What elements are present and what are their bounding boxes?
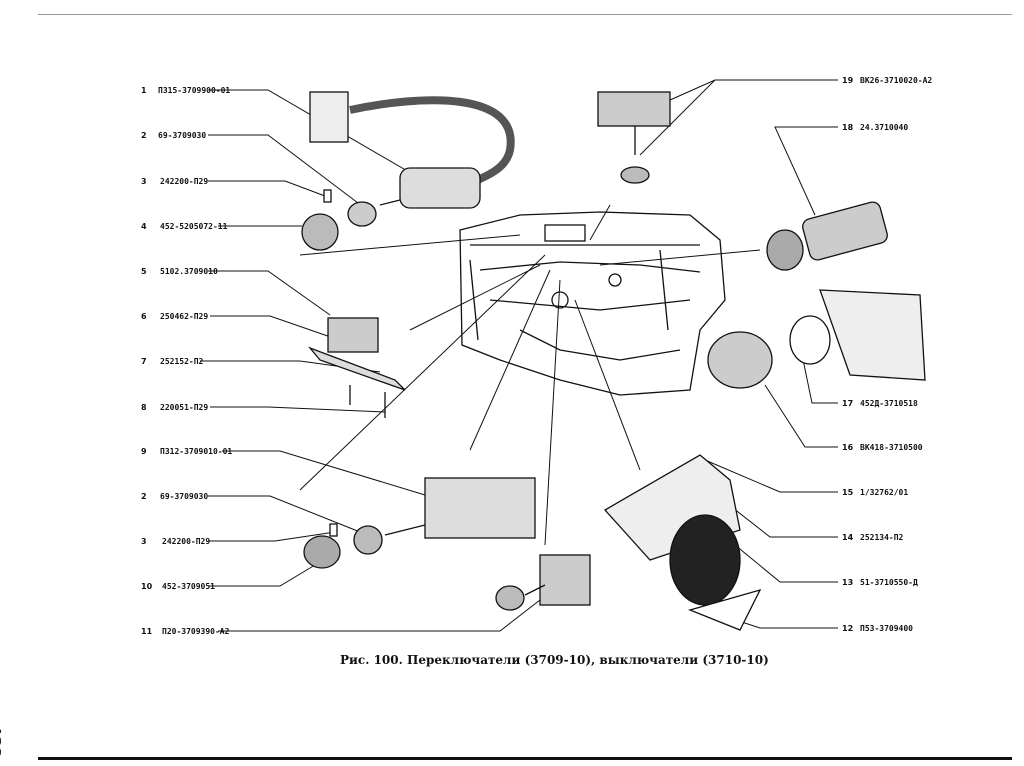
part-bracket-switch — [307, 317, 406, 418]
leader-line — [222, 450, 426, 496]
callout-number: 2 — [141, 131, 147, 140]
leader-line — [639, 79, 716, 156]
callout-number: 5 — [141, 267, 147, 276]
leader-line — [774, 126, 838, 216]
callout-number: 19 — [842, 76, 854, 85]
callout-number: 6 — [141, 312, 147, 321]
part-code: 220051-П29 — [160, 403, 209, 412]
leader-lines — [200, 79, 838, 632]
part-code: ВК26-3710020-А2 — [860, 76, 933, 85]
leader-line — [208, 180, 326, 197]
part-rotary-switch — [597, 91, 671, 184]
part-code: 452Д-3710518 — [860, 399, 918, 408]
callout-number: 7 — [141, 357, 147, 366]
part-code: 452-3709051 — [162, 582, 215, 591]
part-code: 242200-П29 — [160, 177, 209, 186]
leader-line — [210, 406, 386, 413]
part-code: ВК418-3710500 — [860, 443, 923, 452]
part-code: 69-3709030 — [158, 131, 207, 140]
part-lower-knob-switch — [303, 477, 536, 569]
part-code: 1/32762/01 — [860, 488, 909, 497]
part-code: 24.3710040 — [860, 123, 909, 132]
callout-number: 4 — [141, 222, 147, 231]
part-code: 69-3709030 — [160, 492, 209, 501]
part-socket — [766, 201, 888, 271]
leader-line — [799, 344, 838, 404]
part-switch-with-cable — [309, 91, 515, 209]
part-code: 242200-П29 — [162, 537, 211, 546]
part-knobs-upper — [301, 189, 377, 251]
callout-number: 3 — [141, 537, 147, 546]
leader-line — [208, 531, 336, 542]
leader-line — [218, 599, 541, 632]
callout-number: 16 — [842, 443, 854, 452]
leader-line — [764, 384, 838, 448]
callout-number: 8 — [141, 403, 147, 412]
leader-line — [704, 459, 838, 493]
callout-number: 17 — [842, 399, 854, 408]
callout-number: 11 — [141, 627, 153, 636]
part-code: 5102.3709010 — [160, 267, 218, 276]
part-code: П20-3709390-А2 — [162, 627, 230, 636]
part-code: П315-3709900-01 — [158, 86, 231, 95]
callout-number: 13 — [842, 578, 854, 587]
callout-number: 12 — [842, 624, 854, 633]
leader-line — [208, 495, 361, 533]
callout-number: 10 — [141, 582, 153, 591]
leader-line — [208, 89, 441, 191]
part-code: 452-5205072-11 — [160, 222, 228, 231]
callout-number: 14 — [842, 533, 854, 542]
callout-number: 9 — [141, 447, 147, 456]
leader-line — [208, 564, 316, 587]
leader-line — [210, 315, 346, 343]
part-code: П312-3709010-01 — [160, 447, 233, 456]
engine-bay-sketch — [459, 211, 726, 396]
page-frame — [38, 14, 1012, 760]
leader-line — [669, 79, 838, 101]
part-code: 250462-П29 — [160, 312, 209, 321]
leader-line — [208, 270, 331, 316]
leader-line — [208, 134, 359, 204]
callout-number: 3 — [141, 177, 147, 186]
callout-number: 1 — [141, 86, 147, 95]
figure-caption: Рис. 100. Переключатели (3709-10), выклю… — [340, 653, 769, 667]
callout-number: 2 — [141, 492, 147, 501]
part-code: 252134-П2 — [860, 533, 904, 542]
leader-line — [734, 544, 838, 583]
callout-number: 18 — [842, 123, 854, 132]
part-code: 51-3710550-Д — [860, 578, 918, 587]
callout-number: 15 — [842, 488, 854, 497]
part-bracket-assembly — [603, 454, 762, 631]
part-pressure-sensor — [707, 289, 926, 389]
part-code: 252152-П2 — [160, 357, 204, 366]
part-toggle-switch — [495, 554, 591, 611]
part-code: П53-3709400 — [860, 624, 913, 633]
